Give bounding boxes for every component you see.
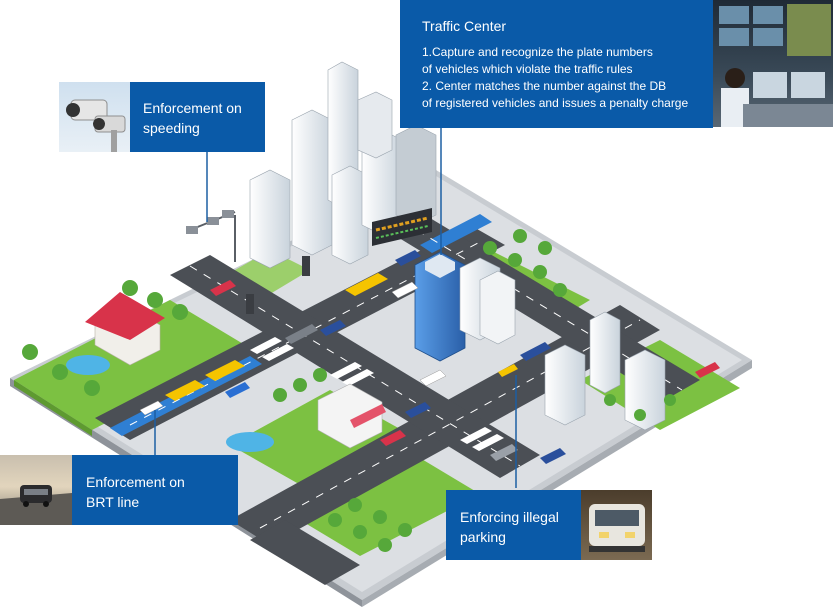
traffic-poles xyxy=(186,210,310,314)
callout-brt: Enforcement on BRT line xyxy=(72,455,238,525)
callout-parking-line2: parking xyxy=(460,529,506,545)
car-on-road-photo xyxy=(0,455,72,525)
callout-parking-line1: Enforcing illegal xyxy=(460,509,559,525)
trees xyxy=(22,229,676,552)
callout-brt-line2: BRT line xyxy=(86,494,140,510)
callout-speeding: Enforcement on speeding xyxy=(130,82,265,152)
callout-speeding-line2: speeding xyxy=(143,120,200,136)
led-signboard xyxy=(372,208,432,246)
vehicles xyxy=(139,250,720,464)
traffic-center-title: Traffic Center xyxy=(422,18,507,34)
house xyxy=(66,292,165,375)
callout-speeding-line1: Enforcement on xyxy=(143,100,242,116)
traffic-center-building xyxy=(414,251,516,362)
callout-traffic-center: Traffic Center 1.Capture and recognize t… xyxy=(400,0,713,128)
callout-parking: Enforcing illegal parking xyxy=(446,490,581,560)
traffic-center-line-1: 1.Capture and recognize the plate number… xyxy=(422,45,653,59)
traffic-center-line-3: 2. Center matches the number against the… xyxy=(422,79,667,93)
control-room-operator-photo xyxy=(713,0,833,127)
traffic-center-line-4: of registered vehicles and issues a pena… xyxy=(422,96,689,110)
shop xyxy=(226,383,386,452)
right-buildings xyxy=(544,311,666,431)
minibus-photo xyxy=(581,490,652,560)
traffic-center-line-2: of vehicles which violate the traffic ru… xyxy=(422,62,633,76)
callout-brt-line1: Enforcement on xyxy=(86,474,185,490)
callout-connectors xyxy=(154,128,517,508)
cctv-camera-photo xyxy=(59,82,130,152)
